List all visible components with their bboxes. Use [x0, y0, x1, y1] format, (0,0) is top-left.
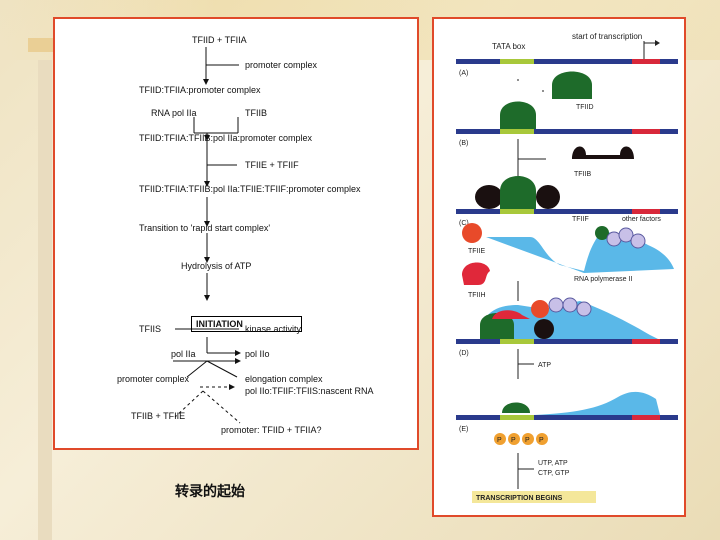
- flow-tfiis: TFIIS: [139, 324, 161, 334]
- flow-rna-pol-iia: RNA pol IIa: [151, 108, 197, 118]
- label-step-e: (E): [459, 426, 468, 433]
- initiation-flowchart-panel: TFIID + TFIIA promoter complex TFIID:TFI…: [53, 17, 419, 450]
- label-other-factors: other factors: [622, 216, 661, 223]
- label-ctp-gtp: CTP, GTP: [538, 470, 570, 477]
- label-tfiif: TFIIF: [572, 216, 589, 223]
- label-step-d: (D): [459, 350, 469, 357]
- flow-complex-3: TFIID:TFIIA:TFIIB:pol IIa:TFIIE:TFIIF:pr…: [139, 184, 361, 194]
- flow-elongation-complex: elongation complex: [245, 374, 323, 384]
- tfiib-protein: [572, 146, 634, 159]
- tfiid-protein: [552, 72, 592, 100]
- dna-strand-a: [456, 59, 678, 64]
- initiation-illustration-panel: TATA box start of transcription (A) TFII…: [432, 17, 686, 517]
- dna-strand-d: [456, 339, 678, 344]
- label-tfiie: TFIIE: [468, 248, 485, 255]
- flow-pol-iio: pol IIo: [245, 349, 270, 359]
- flow-kinase-activity: kinase activity: [245, 324, 301, 334]
- slide-caption: 转录的起始: [175, 481, 245, 501]
- label-step-b: (B): [459, 140, 468, 147]
- label-tfiih: TFIIH: [468, 292, 486, 299]
- rna-polymerase-ii: [486, 231, 674, 273]
- label-rna-pol-ii: RNA polymerase II: [574, 276, 632, 283]
- flow-tfiid-tfiia: TFIID + TFIIA: [192, 35, 247, 45]
- flow-promoter-end: promoter: TFIID + TFIIA?: [221, 425, 321, 435]
- label-utp-atp: UTP, ATP: [538, 460, 568, 467]
- dna-strand-b: [456, 129, 678, 134]
- phospho-label-4: P: [539, 437, 544, 444]
- dna-strand-c: [456, 209, 678, 214]
- flow-tfiib-tfiie: TFIIB + TFIIE: [131, 411, 185, 421]
- label-start-transcription: start of transcription: [572, 32, 642, 41]
- flow-promoter-complex: promoter complex: [245, 60, 317, 70]
- other-factor-3: [631, 234, 645, 248]
- flow-promoter-complex-2: promoter complex: [117, 374, 189, 384]
- tfiid-bound-b: [500, 102, 536, 130]
- tfiie-protein: [462, 223, 482, 243]
- flow-pol-iia: pol IIa: [171, 349, 196, 359]
- phospho-tail: P P P P: [494, 433, 548, 445]
- phospho-label-3: P: [525, 437, 530, 444]
- phospho-label-2: P: [511, 437, 516, 444]
- illustration-svg: TATA box start of transcription (A) TFII…: [434, 19, 688, 519]
- label-step-a: (A): [459, 70, 468, 77]
- label-tata-box: TATA box: [492, 42, 525, 51]
- flow-elongation-detail: pol IIo:TFIIF:TFIIS:nascent RNA: [245, 386, 374, 396]
- flow-tfiib: TFIIB: [245, 108, 267, 118]
- tfiid-bound-c: [500, 176, 536, 209]
- label-tfiid: TFIID: [576, 104, 594, 111]
- slide-left-strip: [38, 60, 52, 540]
- flow-complex-2: TFIID:TFIIA:TFIIB:pol IIa:promoter compl…: [139, 133, 312, 143]
- flow-transition: Transition to 'rapid start complex': [139, 223, 270, 233]
- flow-initiation: INITIATION: [196, 319, 243, 329]
- dna-strand-e: [456, 415, 678, 420]
- label-atp: ATP: [538, 362, 551, 369]
- label-transcription-begins: TRANSCRIPTION BEGINS: [476, 495, 563, 502]
- flow-tfiid-tfiia-promoter: TFIID:TFIIA:promoter complex: [139, 85, 261, 95]
- label-tfiib: TFIIB: [574, 171, 591, 178]
- flow-tfiie-tfiif: TFIIE + TFIIF: [245, 160, 299, 170]
- tfiih-protein: [462, 262, 490, 285]
- flow-hydrolysis: Hydrolysis of ATP: [181, 261, 251, 271]
- phospho-label-1: P: [497, 437, 502, 444]
